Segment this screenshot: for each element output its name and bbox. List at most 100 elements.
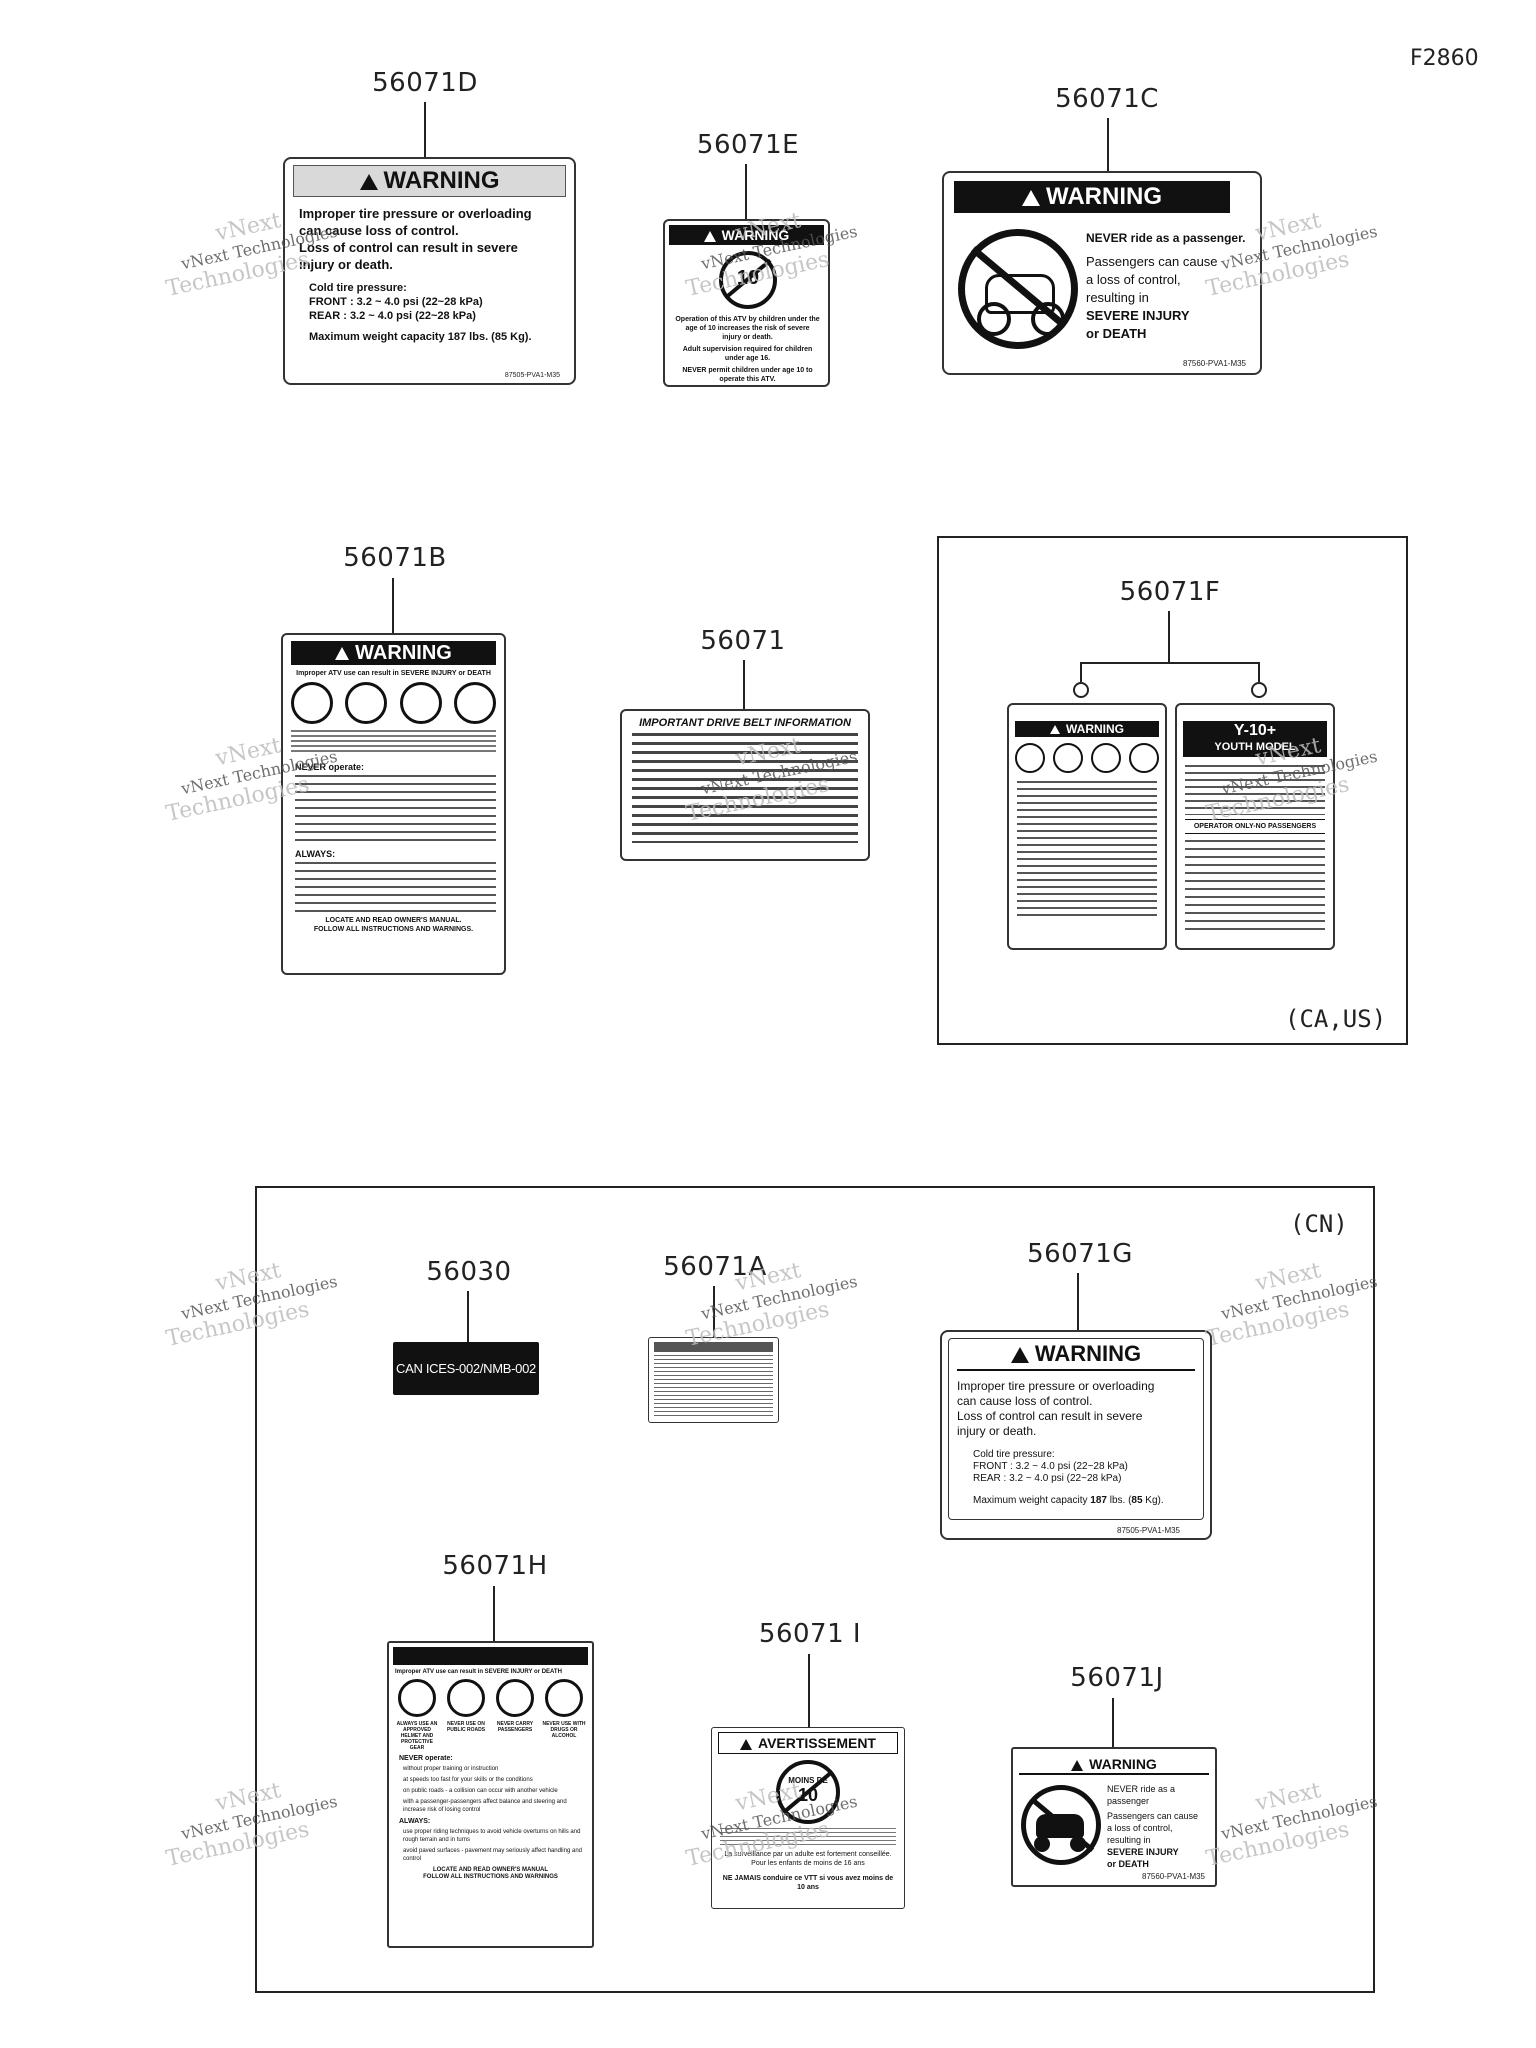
capacity-text: Maximum weight capacity xyxy=(973,1495,1091,1506)
label-header: WARNING xyxy=(721,227,790,243)
part-number-56071[interactable]: 56071 xyxy=(700,626,786,656)
never-item: with a passenger-passengers affect balan… xyxy=(403,1799,567,1813)
label-line: SEVERE INJURY xyxy=(1086,308,1190,323)
under-10-icon: 10 xyxy=(719,251,777,309)
icon-caption: NEVER USE ON PUBLIC ROADS xyxy=(446,1721,486,1733)
leader-line xyxy=(1258,662,1260,682)
label-line: SEVERE INJURY xyxy=(1107,1847,1179,1857)
label-header: AVERTISSEMENT xyxy=(758,1735,876,1751)
footer-line: FOLLOW ALL INSTRUCTIONS AND WARNINGS xyxy=(423,1874,558,1880)
leader-line xyxy=(745,164,747,220)
never-item: at speeds too fast for your skills or th… xyxy=(403,1777,533,1783)
no-passenger-icon xyxy=(1021,1785,1101,1865)
hang-tag-left: WARNING xyxy=(1007,703,1167,950)
pressure-rear: REAR : 3.2 ~ 4.0 psi (22~28 kPa) xyxy=(309,310,476,322)
icon-caption: NEVER CARRY PASSENGERS xyxy=(496,1721,534,1733)
never-item: without proper training or instruction xyxy=(403,1766,499,1772)
leader-line xyxy=(392,578,394,634)
helmet-icon xyxy=(291,682,333,724)
leader-line xyxy=(467,1291,469,1343)
region-label-ca-us: (CA,US) xyxy=(1285,1005,1387,1033)
label-line: NEVER ride as a passenger. xyxy=(1086,231,1246,245)
icon-caption: NEVER USE WITH DRUGS OR ALCOHOL xyxy=(542,1721,586,1739)
label-line: Operation of this ATV by children under … xyxy=(675,316,820,341)
label-line: NEVER ride as a passenger xyxy=(1107,1784,1176,1806)
no-alcohol-icon xyxy=(545,1679,583,1717)
capacity-text: Kg). xyxy=(1142,1495,1164,1506)
part-number-56071b[interactable]: 56071B xyxy=(343,543,447,573)
youth-subtitle: YOUTH MODEL xyxy=(1214,741,1296,753)
label-header: WARNING xyxy=(355,642,452,664)
leader-line xyxy=(1077,1273,1079,1331)
warning-triangle-icon xyxy=(1050,725,1060,735)
label-line: La surveillance par un adulte est fortem… xyxy=(724,1851,892,1867)
region-frame-cn xyxy=(255,1186,1375,1993)
label-code: 87505-PVA1-M35 xyxy=(1117,1526,1180,1535)
hang-hole-icon xyxy=(1251,682,1267,698)
label-line: Improper tire pressure or overloading xyxy=(957,1379,1155,1393)
label-line: Loss of control can result in severe xyxy=(957,1409,1143,1423)
leader-line xyxy=(493,1586,495,1642)
leader-line xyxy=(808,1654,810,1728)
part-number-56071g[interactable]: 56071G xyxy=(1027,1239,1133,1269)
part-number-56030[interactable]: 56030 xyxy=(426,1257,512,1287)
capacity-kg: 85 xyxy=(1131,1495,1143,1506)
part-number-56071a[interactable]: 56071A xyxy=(663,1252,767,1282)
label-56030: CAN ICES-002/NMB-002 xyxy=(393,1342,539,1395)
label-56071a xyxy=(648,1337,779,1423)
part-number-56071f[interactable]: 56071F xyxy=(1119,577,1221,607)
label-line: NEVER permit children under age 10 to op… xyxy=(682,367,813,383)
label-code: 87560-PVA1-M35 xyxy=(1183,359,1246,368)
ices-text: CAN ICES-002/NMB-002 xyxy=(396,1361,536,1376)
label-code: 87560-PVA1-M35 xyxy=(1142,1872,1205,1881)
label-title: IMPORTANT DRIVE BELT INFORMATION xyxy=(639,717,851,729)
icon-caption: ALWAYS USE AN APPROVED HELMET AND PROTEC… xyxy=(396,1721,438,1751)
leader-bracket xyxy=(1080,662,1260,664)
weight-capacity: Maximum weight capacity 187 lbs. (85 Kg)… xyxy=(973,1495,1195,1506)
region-frame-ca-us xyxy=(937,536,1408,1045)
leader-line xyxy=(424,102,426,158)
part-number-56071d[interactable]: 56071D xyxy=(372,68,478,98)
hang-tag-right: Y-10+ YOUTH MODEL OPERATOR ONLY-NO PASSE… xyxy=(1175,703,1335,950)
label-56071g: WARNING Improper tire pressure or overlo… xyxy=(940,1330,1212,1540)
warning-triangle-icon xyxy=(1022,189,1040,206)
label-line: Improper tire pressure or overloading xyxy=(299,206,532,221)
never-heading: NEVER operate: xyxy=(399,1755,453,1762)
warning-triangle-icon xyxy=(335,647,350,661)
part-number-56071e[interactable]: 56071E xyxy=(696,130,800,160)
label-line: Passengers can cause xyxy=(1107,1811,1199,1821)
no-alcohol-icon xyxy=(453,682,496,724)
under-10-icon: MOINS DE 10 xyxy=(776,1760,840,1824)
label-header: WARNING xyxy=(1066,722,1124,736)
helmet-icon xyxy=(398,1679,436,1717)
helmet-icon xyxy=(1015,743,1045,773)
label-line: resulting in xyxy=(1107,1835,1151,1845)
footer-line: LOCATE AND READ OWNER'S MANUAL xyxy=(432,1867,549,1873)
youth-title: Y-10+ xyxy=(1233,722,1277,739)
capacity-text: lbs. ( xyxy=(1106,1495,1132,1506)
label-line: can cause loss of control. xyxy=(299,223,459,238)
label-header: WARNING xyxy=(383,167,500,194)
part-number-56071i[interactable]: 56071 I xyxy=(758,1619,862,1649)
label-56071i: AVERTISSEMENT MOINS DE 10 La surveillanc… xyxy=(711,1727,905,1909)
part-number-56071j[interactable]: 56071J xyxy=(1070,1663,1164,1693)
always-item: avoid paved surfaces - pavement may seri… xyxy=(403,1848,582,1862)
label-56071d: WARNING Improper tire pressure or overlo… xyxy=(283,157,576,385)
no-passenger-icon xyxy=(399,682,442,724)
no-public-roads-icon xyxy=(1053,743,1083,773)
label-56071j: WARNING NEVER ride as a passenger Passen… xyxy=(1011,1747,1217,1887)
never-heading: NEVER operate: xyxy=(295,762,365,772)
region-label-cn: (CN) xyxy=(1290,1210,1348,1238)
always-heading: ALWAYS: xyxy=(295,849,336,859)
footer-line: FOLLOW ALL INSTRUCTIONS AND WARNINGS. xyxy=(313,926,474,933)
label-line: resulting in xyxy=(1086,290,1149,305)
part-number-56071h[interactable]: 56071H xyxy=(442,1551,548,1581)
label-line: Adult supervision required for children … xyxy=(682,346,813,362)
never-item: on public roads - a collision can occur … xyxy=(403,1788,558,1794)
no-public-roads-icon xyxy=(345,682,388,724)
label-line: injury or death. xyxy=(957,1424,1037,1438)
label-line: NE JAMAIS conduire ce VTT si vous avez m… xyxy=(722,1875,894,1891)
footer-line: LOCATE AND READ OWNER'S MANUAL. xyxy=(325,917,462,924)
part-number-56071c[interactable]: 56071C xyxy=(1055,84,1159,114)
label-header: WARNING xyxy=(1046,183,1162,210)
